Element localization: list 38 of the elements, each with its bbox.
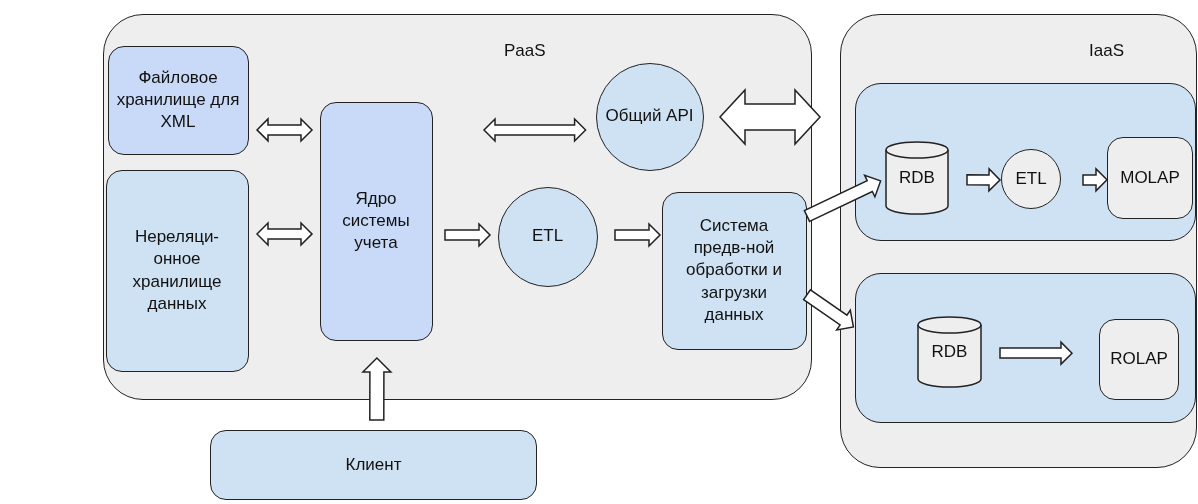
block-arrow (718, 88, 822, 146)
block-arrow (255, 117, 314, 143)
block-arrow (361, 356, 393, 421)
node-label: ROLAP (1109, 348, 1169, 371)
panel-box (854, 272, 1196, 423)
container-title: PaaS (504, 41, 546, 61)
block-arrow (802, 288, 855, 331)
process-box (1099, 319, 1179, 400)
node-label: ETL (530, 225, 565, 248)
platform-container (103, 14, 812, 400)
panel-box (854, 82, 1196, 241)
process-box (661, 191, 807, 350)
block-arrow (966, 167, 1002, 193)
process-box (107, 45, 249, 155)
node-label: Система предв-ной обработки и загрузки данных (685, 215, 783, 326)
platform-container (840, 14, 1197, 468)
block-arrow (614, 222, 662, 248)
node-label: Файловое хранилище для XML (115, 66, 241, 134)
process-box (210, 430, 537, 500)
block-arrow (444, 222, 492, 248)
process-box (1107, 137, 1193, 219)
node-label: Клиент (344, 453, 403, 476)
block-arrow (1082, 167, 1109, 193)
block-arrow (999, 340, 1074, 366)
node-label: MOLAP (1119, 166, 1181, 189)
block-arrow (803, 173, 882, 223)
block-arrow (255, 221, 314, 247)
node-label: RDB (930, 340, 969, 363)
node-label: Нереляци-онное хранилище данных (131, 226, 223, 315)
node-label: ETL (1014, 167, 1048, 190)
node-label: Ядро системы учета (341, 187, 411, 255)
node-label: Общий API (604, 105, 695, 128)
process-box (105, 169, 249, 372)
block-arrow (482, 117, 587, 143)
process-box (319, 101, 433, 341)
node-label: RDB (898, 166, 936, 189)
container-title: IaaS (1089, 41, 1124, 61)
process-circle (1001, 149, 1061, 209)
